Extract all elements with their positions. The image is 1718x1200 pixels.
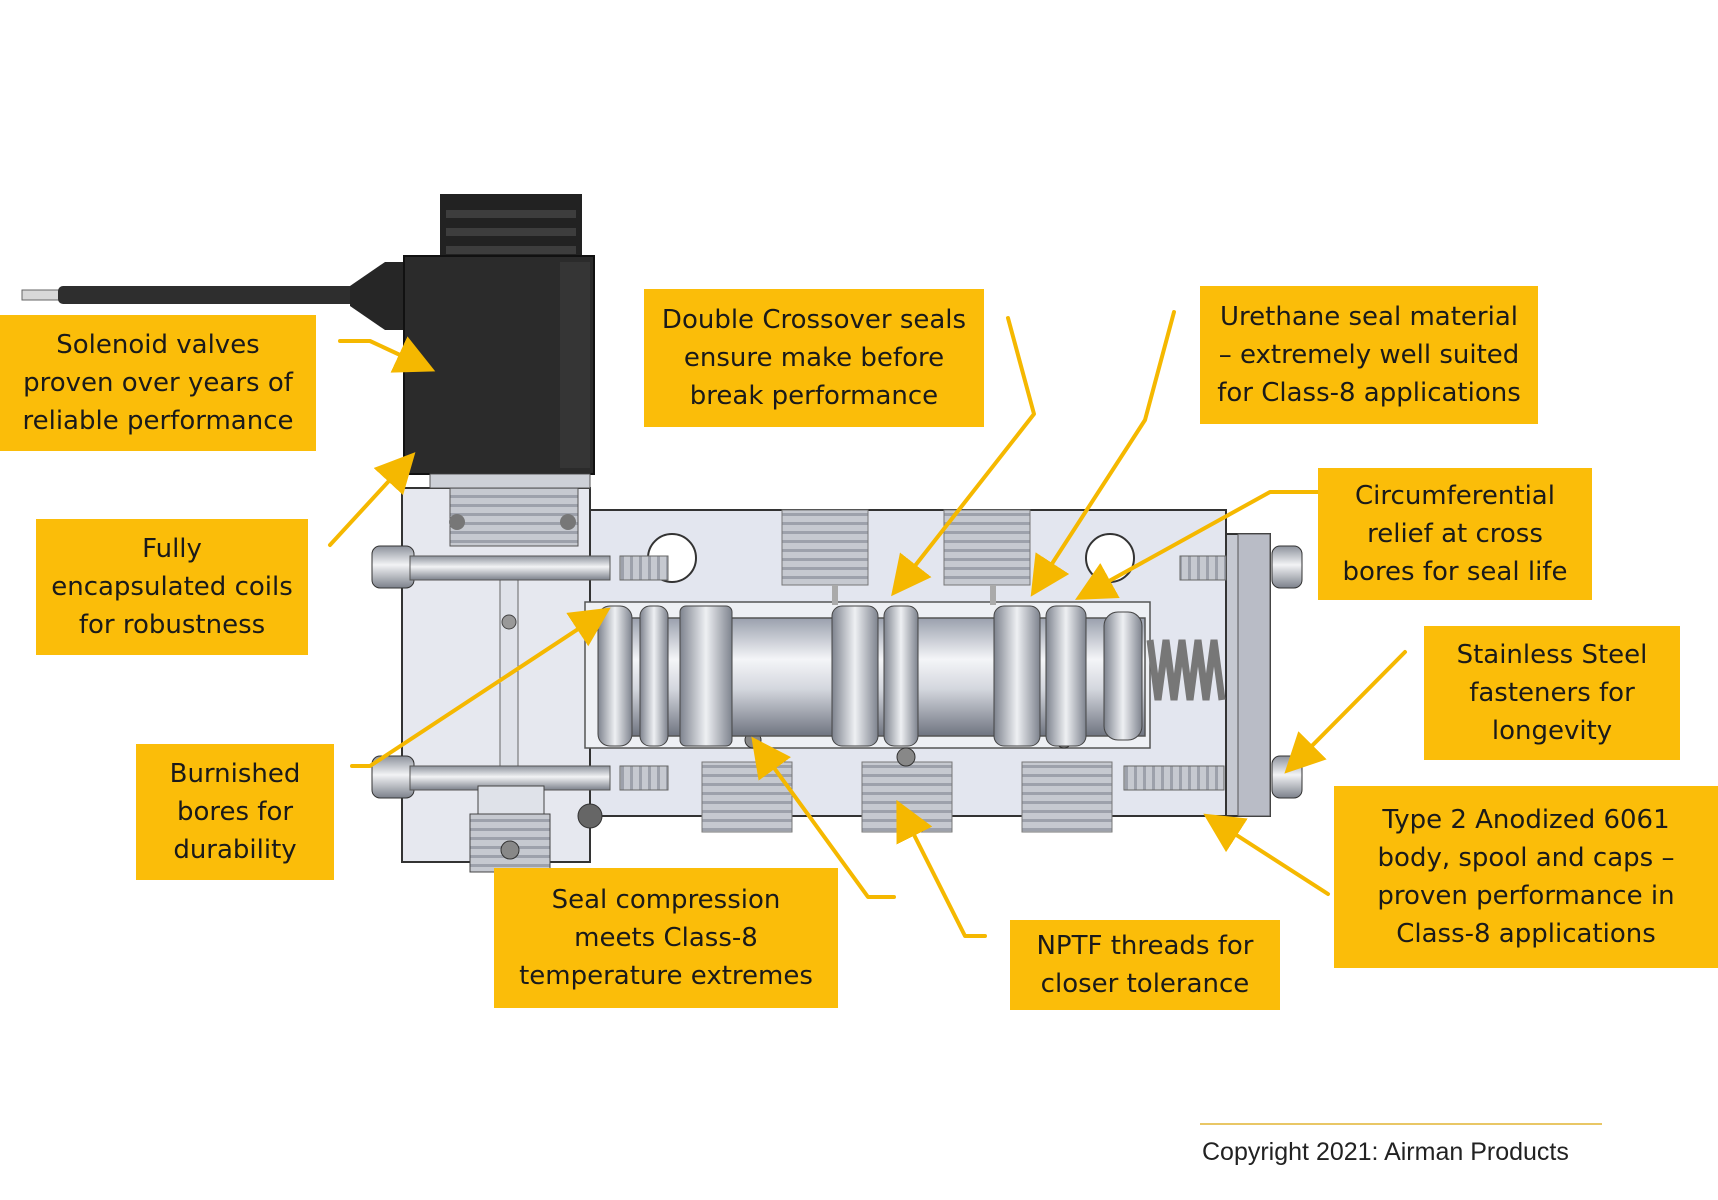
callout-double-crossover-line-3: break performance (689, 381, 939, 411)
callout-anodized-line-1: Type 2 Anodized 6061 (1382, 805, 1670, 835)
callout-seal-compression: Seal compression meets Class-8 temperatu… (494, 868, 838, 1008)
callout-seal-compression-line-2: meets Class-8 (574, 923, 758, 953)
callout-double-crossover: Double Crossover seals ensure make befor… (644, 289, 984, 427)
solenoid (21, 194, 595, 547)
callout-seal-compression-line-3: temperature extremes (519, 961, 813, 991)
callout-burnished-line-3: durability (173, 835, 297, 865)
callout-nptf-line-1: NPTF threads for (1036, 931, 1254, 961)
leader-nptf (896, 799, 987, 938)
callout-solenoid-line-1: Solenoid valves (56, 330, 260, 360)
copyright-text: Copyright 2021: Airman Products (1202, 1138, 1569, 1166)
callout-burnished: Burnished bores for durability (136, 744, 334, 880)
callout-seal-compression-line-1: Seal compression (551, 885, 781, 915)
callout-solenoid: Solenoid valves proven over years of rel… (0, 315, 316, 451)
upper-ports (647, 509, 1135, 605)
callout-coils-line-1: Fully (142, 534, 202, 564)
callout-anodized-line-3: proven performance in (1377, 881, 1675, 911)
callout-coils: Fully encapsulated coils for robustness (36, 519, 308, 655)
leader-solenoid (338, 336, 436, 373)
callout-burnished-line-1: Burnished (169, 759, 301, 789)
callout-anodized: Type 2 Anodized 6061 body, spool and cap… (1334, 786, 1718, 968)
callout-urethane-line-2: – extremely well suited (1218, 340, 1520, 370)
leader-burnished (350, 607, 611, 768)
leader-circumferential (1074, 490, 1320, 600)
callout-burnished-line-2: bores for (176, 797, 294, 827)
leader-anodized (1203, 813, 1330, 896)
callout-urethane-line-1: Urethane seal material (1220, 302, 1518, 332)
callout-stainless-line-3: longevity (1491, 716, 1613, 746)
callout-nptf: NPTF threads for closer tolerance (1010, 920, 1280, 1010)
callout-anodized-line-4: Class-8 applications (1396, 919, 1656, 949)
callout-circumferential: Circumferential relief at cross bores fo… (1318, 468, 1592, 600)
leader-stainless (1284, 650, 1407, 774)
callout-coils-line-3: for robustness (78, 610, 266, 640)
callout-urethane-line-3: for Class-8 applications (1217, 378, 1521, 408)
callout-double-crossover-line-1: Double Crossover seals (661, 305, 967, 335)
leader-coils (328, 452, 416, 547)
leader-urethane (1030, 310, 1176, 597)
callout-stainless: Stainless Steel fasteners for longevity (1424, 626, 1680, 760)
callout-circumferential-line-2: relief at cross (1367, 519, 1543, 549)
leader-seal-compression (751, 736, 896, 899)
callout-nptf-line-2: closer tolerance (1040, 969, 1250, 999)
callout-solenoid-line-3: reliable performance (22, 406, 294, 436)
bottom-fitting (469, 785, 551, 873)
callout-double-crossover-line-2: ensure make before (683, 343, 945, 373)
leader-double-crossover (891, 316, 1036, 597)
callout-solenoid-line-2: proven over years of (23, 368, 293, 398)
callout-circumferential-line-1: Circumferential (1355, 481, 1555, 511)
callout-anodized-line-2: body, spool and caps – (1377, 843, 1675, 873)
callout-coils-line-2: encapsulated coils (51, 572, 293, 602)
callout-circumferential-line-3: bores for seal life (1342, 557, 1568, 587)
callout-urethane: Urethane seal material – extremely well … (1200, 286, 1538, 424)
callout-stainless-line-2: fasteners for (1469, 678, 1635, 708)
callout-stainless-line-1: Stainless Steel (1456, 640, 1648, 670)
copyright-divider (1200, 1123, 1602, 1125)
spool (597, 605, 1226, 747)
